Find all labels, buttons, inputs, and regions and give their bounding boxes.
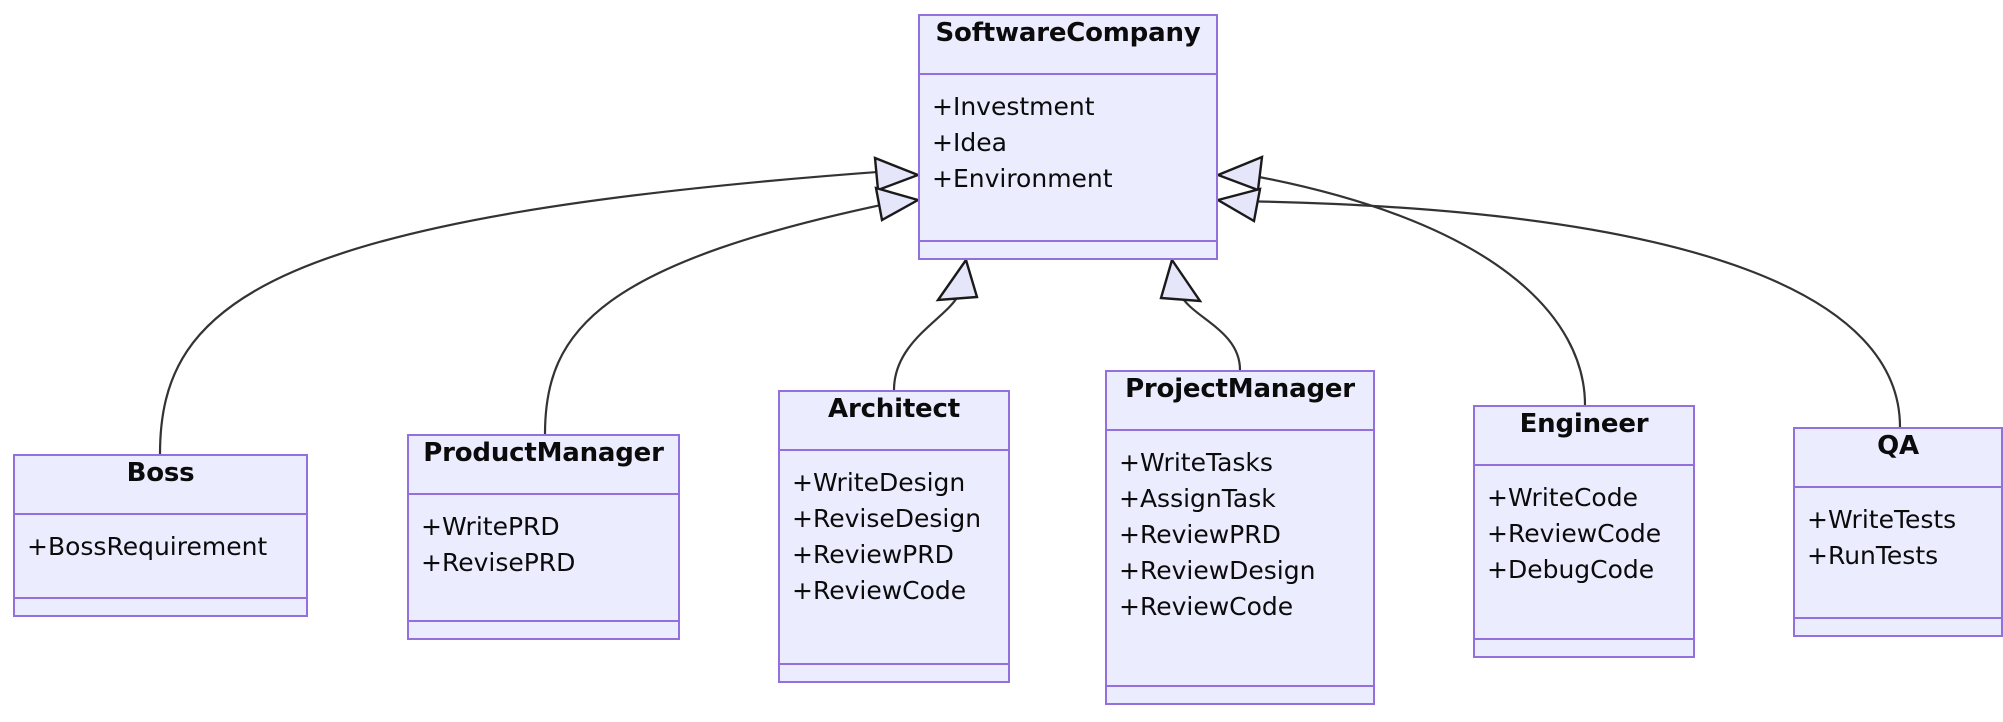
- methods-section-architect: [780, 663, 1008, 681]
- uml-class-qa[interactable]: QA +WriteTests +RunTests: [1793, 427, 2003, 637]
- arrowhead-hollow-triangle-boss: [873, 156, 922, 192]
- attribute-item: +WriteTests: [1807, 505, 1957, 534]
- methods-section-projectmanager: [1107, 685, 1373, 703]
- methods-section-softwarecompany: [920, 240, 1216, 258]
- class-name-boss: Boss: [15, 456, 306, 515]
- edge-architect-to-softwarecompany: [892, 257, 979, 391]
- uml-class-boss[interactable]: Boss +BossRequirement: [13, 454, 308, 617]
- attributes-section-boss: +BossRequirement: [15, 515, 306, 597]
- attribute-item: +WriteCode: [1487, 483, 1638, 512]
- arrowhead-hollow-triangle-engineer: [1214, 155, 1264, 192]
- attribute-item: +ReviewCode: [1119, 592, 1294, 621]
- arrowhead-hollow-triangle-architect: [935, 257, 979, 302]
- attribute-item: +ReviewPRD: [792, 540, 954, 569]
- uml-class-projectmanager[interactable]: ProjectManager +WriteTasks +AssignTask +…: [1105, 370, 1375, 705]
- methods-section-productmanager: [409, 620, 678, 638]
- class-name-softwarecompany: SoftwareCompany: [920, 16, 1216, 75]
- edge-line-architect: [892, 293, 960, 391]
- class-name-qa: QA: [1795, 429, 2001, 488]
- attribute-item: +ReviewPRD: [1119, 520, 1281, 549]
- methods-section-qa: [1795, 617, 2001, 635]
- arrowhead-hollow-triangle-productmanager: [874, 186, 922, 222]
- attribute-item: +ReviewCode: [792, 576, 967, 605]
- attributes-section-engineer: +WriteCode +ReviewCode +DebugCode: [1475, 466, 1693, 638]
- class-name-productmanager: ProductManager: [409, 436, 678, 495]
- class-name-projectmanager: ProjectManager: [1107, 372, 1373, 431]
- attribute-item: +ReviewCode: [1487, 519, 1662, 548]
- class-name-engineer: Engineer: [1475, 407, 1693, 466]
- methods-section-engineer: [1475, 638, 1693, 656]
- arrowhead-hollow-triangle-projectmanager: [1159, 257, 1203, 303]
- attributes-section-productmanager: +WritePRD +RevisePRD: [409, 495, 678, 620]
- attribute-item: +RevisePRD: [421, 548, 576, 577]
- attribute-item: +ReviewDesign: [1119, 556, 1316, 585]
- attributes-section-qa: +WriteTests +RunTests: [1795, 488, 2001, 617]
- uml-class-architect[interactable]: Architect +WriteDesign +ReviseDesign +Re…: [778, 390, 1010, 683]
- uml-class-productmanager[interactable]: ProductManager +WritePRD +RevisePRD: [407, 434, 680, 640]
- attributes-section-projectmanager: +WriteTasks +AssignTask +ReviewPRD +Revi…: [1107, 431, 1373, 685]
- attribute-item: +RunTests: [1807, 541, 1939, 570]
- edge-engineer-to-softwarecompany: [1214, 155, 1587, 406]
- attribute-item: +WriteTasks: [1119, 448, 1273, 477]
- attributes-section-architect: +WriteDesign +ReviseDesign +ReviewPRD +R…: [780, 451, 1008, 663]
- edge-projectmanager-to-softwarecompany: [1159, 257, 1242, 371]
- attribute-item: +BossRequirement: [27, 532, 268, 561]
- attributes-section-softwarecompany: +Investment +Idea +Environment: [920, 75, 1216, 240]
- attribute-item: +AssignTask: [1119, 484, 1276, 513]
- attribute-item: +WritePRD: [421, 512, 560, 541]
- methods-section-boss: [15, 597, 306, 615]
- attribute-item: +Investment: [932, 92, 1095, 121]
- attribute-item: +Environment: [932, 164, 1113, 193]
- attribute-item: +DebugCode: [1487, 555, 1655, 584]
- arrowhead-hollow-triangle-qa: [1214, 187, 1262, 223]
- uml-class-softwarecompany[interactable]: SoftwareCompany +Investment +Idea +Envir…: [918, 14, 1218, 260]
- attribute-item: +WriteDesign: [792, 468, 966, 497]
- edge-line-projectmanager: [1179, 293, 1242, 371]
- attribute-item: +ReviseDesign: [792, 504, 982, 533]
- class-name-architect: Architect: [780, 392, 1008, 451]
- uml-class-engineer[interactable]: Engineer +WriteCode +ReviewCode +DebugCo…: [1473, 405, 1695, 658]
- attribute-item: +Idea: [932, 128, 1007, 157]
